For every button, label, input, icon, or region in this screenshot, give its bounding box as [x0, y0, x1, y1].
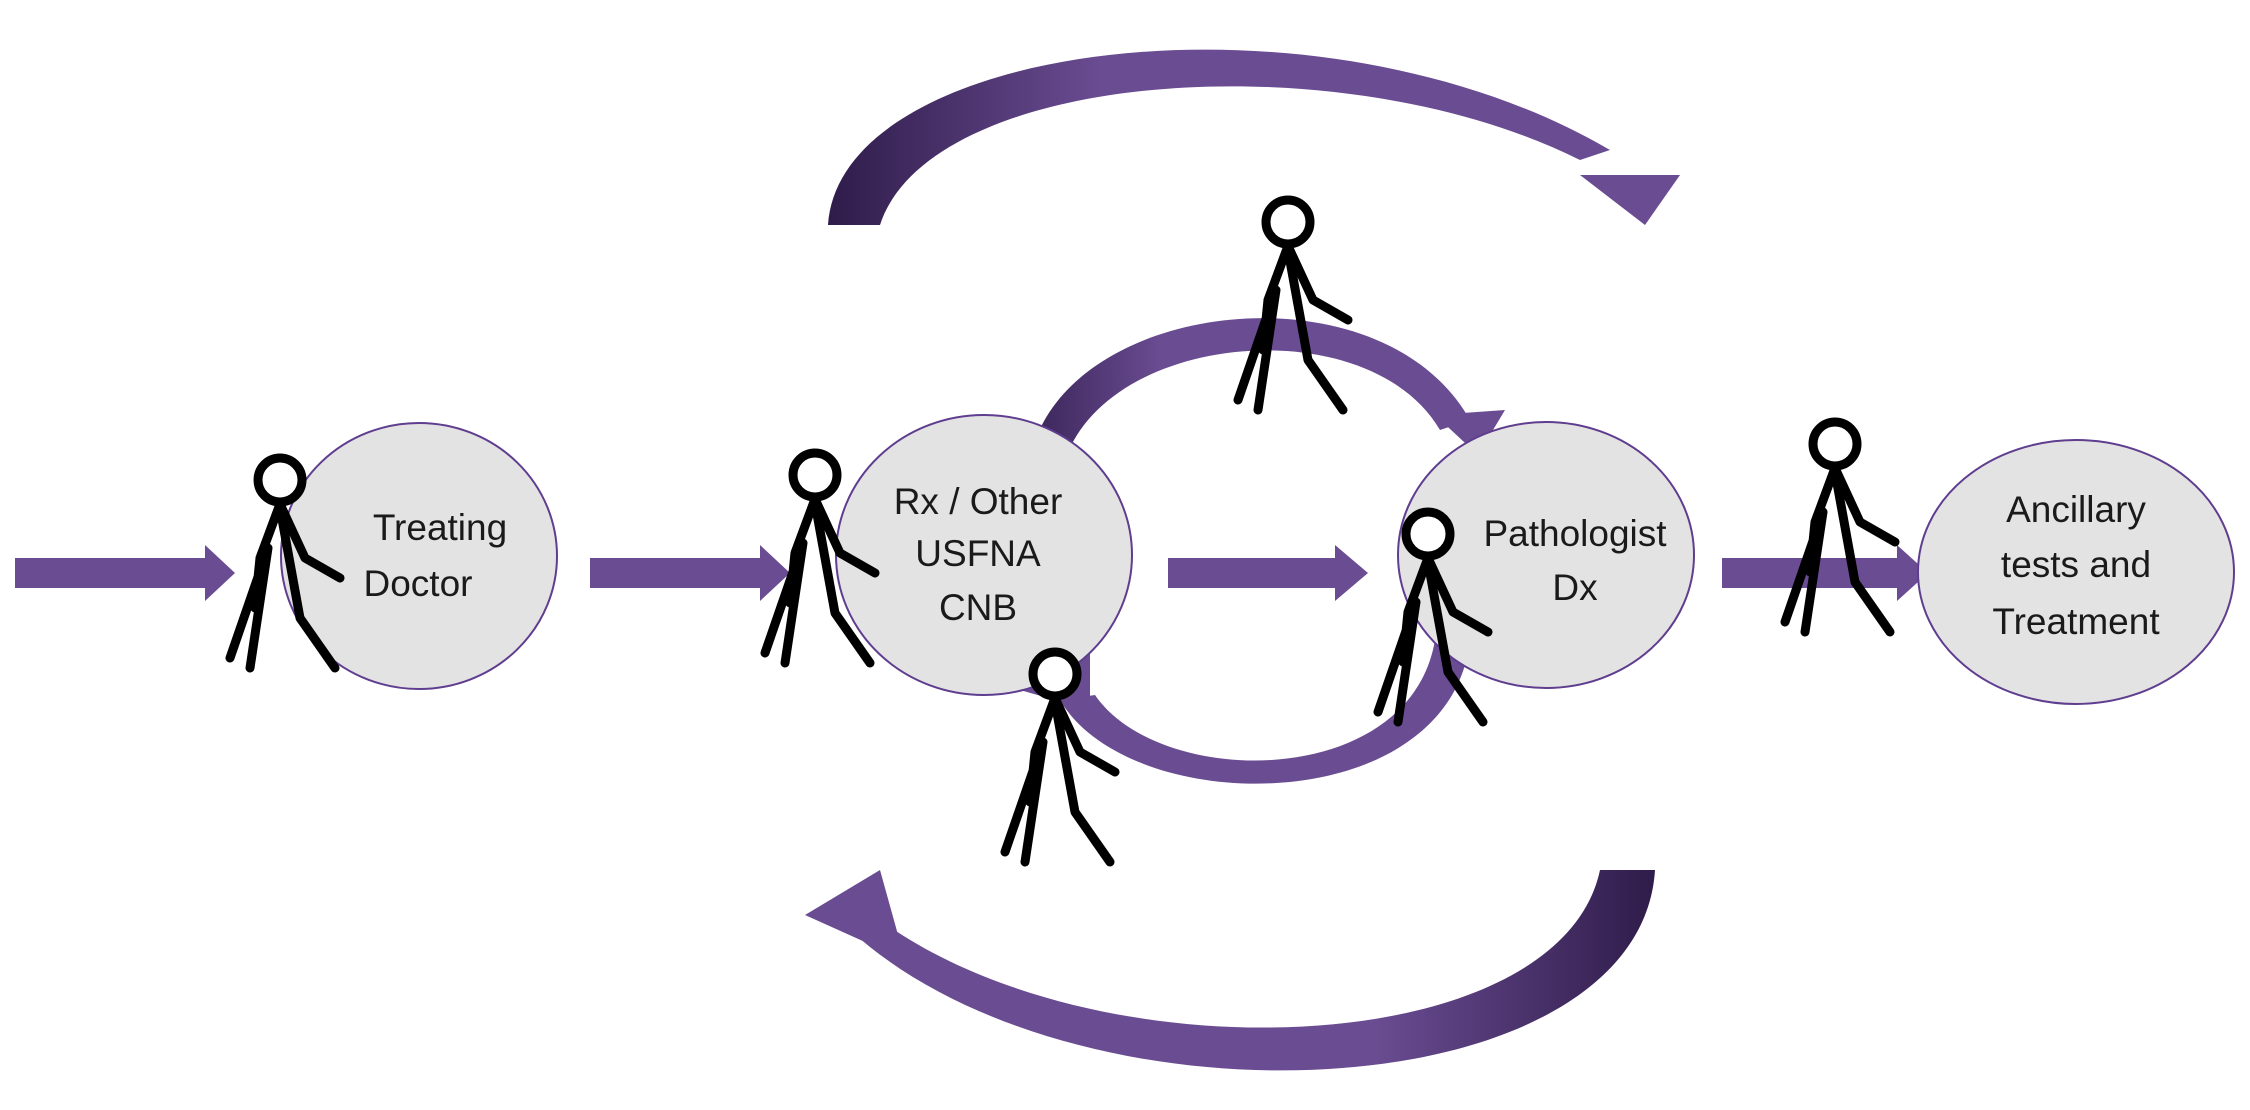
bottom-curved-arrow [805, 870, 1655, 1071]
node-pathologist-line-1: Pathologist [1483, 513, 1667, 554]
node-ancillary-line-1: Ancillary [2006, 489, 2146, 530]
node-ancillary-line-3: Treatment [1992, 601, 2160, 642]
arrow-pathologist-to-ancillary [1722, 545, 1928, 601]
arrow-doctor-to-rx [590, 545, 790, 601]
node-treating-doctor-line-2: Doctor [364, 563, 473, 604]
node-rx-line-1: Rx / Other [894, 481, 1063, 522]
arrow-rx-to-pathologist [1168, 545, 1368, 601]
person-walking-icon [1238, 200, 1348, 410]
node-rx-usfna-cnb: Rx / Other USFNA CNB [835, 414, 1133, 696]
person-walking-icon [1785, 422, 1895, 632]
node-treating-doctor-line-1: Treating [373, 507, 507, 548]
node-ancillary-treatment: Ancillary tests and Treatment [1917, 439, 2235, 705]
node-ancillary-line-2: tests and [2001, 544, 2151, 585]
node-pathologist-line-2: Dx [1552, 567, 1598, 608]
node-treating-doctor: Treating Doctor [280, 422, 558, 690]
inner-top-curved-arrow [1030, 318, 1505, 460]
node-rx-line-3: CNB [939, 587, 1017, 628]
node-rx-line-2: USFNA [915, 533, 1041, 574]
arrow-into-treating-doctor [15, 545, 235, 601]
top-curved-arrow [828, 49, 1680, 225]
